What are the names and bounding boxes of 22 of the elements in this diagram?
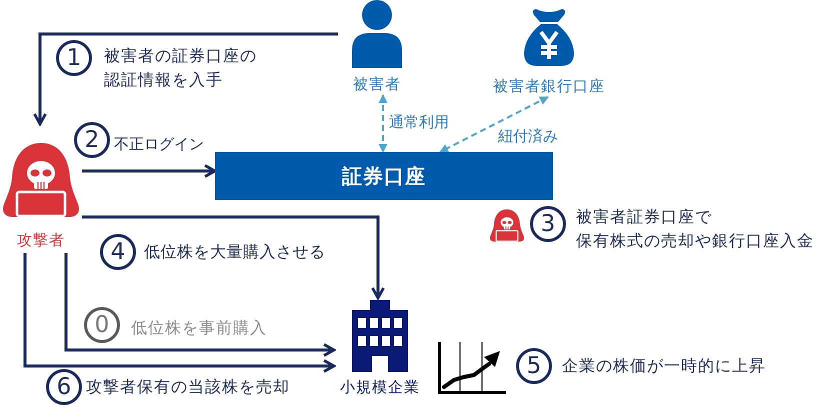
step-description: 企業の株価が一時的に上昇 — [562, 355, 766, 377]
dashed-arrow — [439, 96, 549, 153]
step-number: 2 — [74, 122, 110, 158]
arrow — [64, 253, 336, 357]
node-label: 被害者銀行口座 — [493, 78, 605, 95]
step-number: 4 — [100, 234, 136, 270]
step-number: 1 — [56, 40, 92, 76]
arrow — [82, 216, 385, 300]
node-label: 証券口座 — [342, 164, 426, 188]
step-number: 6 — [46, 369, 82, 405]
account-box — [215, 152, 553, 200]
dashed-arrow — [378, 94, 388, 153]
step-number: 3 — [530, 206, 566, 242]
arrow — [33, 32, 338, 126]
node-label: 被害者 — [353, 76, 401, 93]
node-label: 小規模企業 — [340, 379, 420, 396]
arrow — [24, 253, 336, 373]
step-number: 5 — [516, 348, 552, 384]
step-description: 被害者証券口座で保有株式の売却や銀行口座入金 — [576, 206, 815, 252]
step-number: 0 — [84, 307, 120, 343]
arrow — [82, 164, 216, 178]
node-label: 攻撃者 — [17, 232, 65, 249]
